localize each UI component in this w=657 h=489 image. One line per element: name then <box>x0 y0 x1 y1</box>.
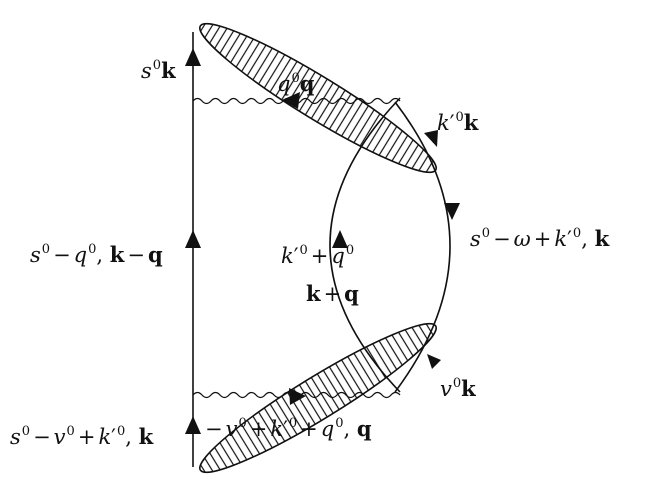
arrow-center <box>332 230 348 248</box>
arrow-top-inner <box>282 92 300 109</box>
label-inner-bottom: −v0+k′0+q0, q <box>205 416 372 441</box>
arrow-left-middle <box>185 230 201 248</box>
inner-left-arc <box>329 97 401 393</box>
label-right-bottom: v0k <box>440 376 476 401</box>
arrow-left-bottom <box>185 416 201 434</box>
bottom-vertex-blob <box>199 322 437 474</box>
label-left-middle: s0−q0, k−q <box>30 242 163 267</box>
label-inner-top: q0q <box>277 71 315 96</box>
label-center-line2: k+q <box>306 281 359 306</box>
outer-right-arc <box>394 101 451 393</box>
label-center-line1: k′0+q0 <box>281 243 355 268</box>
top-vertex-blob <box>199 22 437 174</box>
arrow-top-right <box>424 130 438 147</box>
label-left-bottom: s0−v0+k′0, k <box>10 424 154 449</box>
arrow-bottom-right <box>427 354 441 369</box>
label-left-top: s0k <box>141 58 176 83</box>
label-right-middle: s0−ω+k′0, k <box>470 226 610 251</box>
arrow-left-top <box>185 48 201 66</box>
arrow-bottom-inner <box>289 388 306 405</box>
label-right-top: k′0k <box>437 110 479 135</box>
arrow-right-middle <box>444 203 460 220</box>
